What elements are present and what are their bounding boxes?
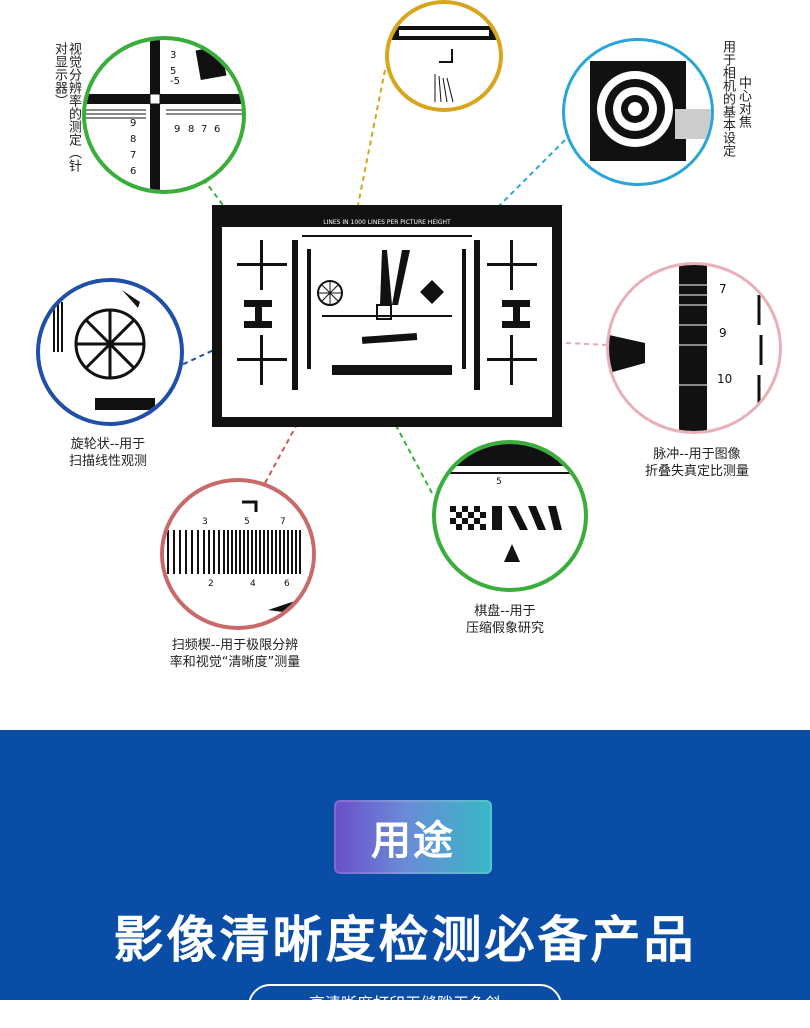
svg-text:-5: -5 (170, 76, 180, 87)
svg-text:6: 6 (214, 124, 220, 135)
spoke-label-line2: 扫描线性观测 (68, 454, 147, 469)
svg-text:2: 2 (208, 579, 214, 589)
svg-text:7: 7 (719, 282, 727, 296)
green-left-label: 视觉分辨率的测定（针对显示器） (52, 42, 81, 172)
checkerboard-circle: 5 (432, 440, 588, 592)
pulse-circle: 7 9 10 (606, 262, 782, 434)
center-focus-circle (562, 38, 714, 186)
test-chart-illustration: LINES IN 1000 LINES PER PICTURE HEIGHT 9… (36, 0, 782, 671)
spoke-label: 旋轮状--用于 扫描线性观测 (48, 436, 168, 470)
center-focus-label: 中心对焦 (736, 76, 751, 128)
checker-label-line2: 压缩假象研究 (465, 621, 544, 636)
svg-text:8: 8 (130, 134, 136, 145)
gold-detail-circle (385, 0, 503, 112)
wedge-label-line1: 扫频楔--用于极限分辨 (171, 638, 299, 653)
wedge-label-line2: 率和视觉“清晰度”测量 (169, 655, 301, 670)
sweep-wedge-label: 扫频楔--用于极限分辨 率和视觉“清晰度”测量 (135, 637, 335, 671)
svg-text:5: 5 (244, 517, 250, 527)
svg-text:3: 3 (170, 50, 176, 61)
svg-text:9: 9 (719, 326, 727, 340)
svg-text:6: 6 (130, 166, 136, 177)
svg-text:4: 4 (250, 579, 256, 589)
svg-text:5: 5 (496, 477, 502, 487)
pulse-label-line1: 脉冲--用于图像 (653, 447, 741, 462)
usage-tag: 用途 (334, 800, 492, 874)
spoke-label-line1: 旋轮状--用于 (70, 437, 146, 452)
resolution-chart: LINES IN 1000 LINES PER PICTURE HEIGHT (212, 205, 562, 427)
svg-text:9: 9 (130, 118, 136, 129)
section-subtitle-pill: 高清晰度打印无缝隙无色斜 (248, 984, 562, 1028)
usage-tag-text: 用途 (371, 818, 455, 864)
spoke-circle (36, 278, 184, 426)
camera-setting-label: 用于相机的基本设定 (720, 40, 735, 157)
chart-header-text: LINES IN 1000 LINES PER PICTURE HEIGHT (323, 219, 451, 226)
checkerboard-label: 棋盘--用于 压缩假象研究 (440, 603, 570, 637)
svg-text:7: 7 (280, 517, 286, 527)
sweep-wedge-circle: 3 5 7 2 4 6 (160, 478, 316, 630)
checker-label-line1: 棋盘--用于 (474, 604, 536, 619)
svg-text:5: 5 (170, 66, 176, 77)
pulse-label-line2: 折叠失真定比测量 (644, 464, 749, 479)
section-headline: 影像清晰度检测必备产品 (113, 911, 697, 969)
svg-text:7: 7 (130, 150, 136, 161)
svg-text:6: 6 (284, 579, 290, 589)
svg-text:3: 3 (202, 517, 208, 527)
svg-text:7: 7 (201, 124, 207, 135)
pulse-label: 脉冲--用于图像 折叠失真定比测量 (622, 446, 772, 480)
svg-text:9: 9 (174, 124, 180, 135)
svg-text:8: 8 (188, 124, 194, 135)
svg-text:10: 10 (717, 372, 732, 386)
